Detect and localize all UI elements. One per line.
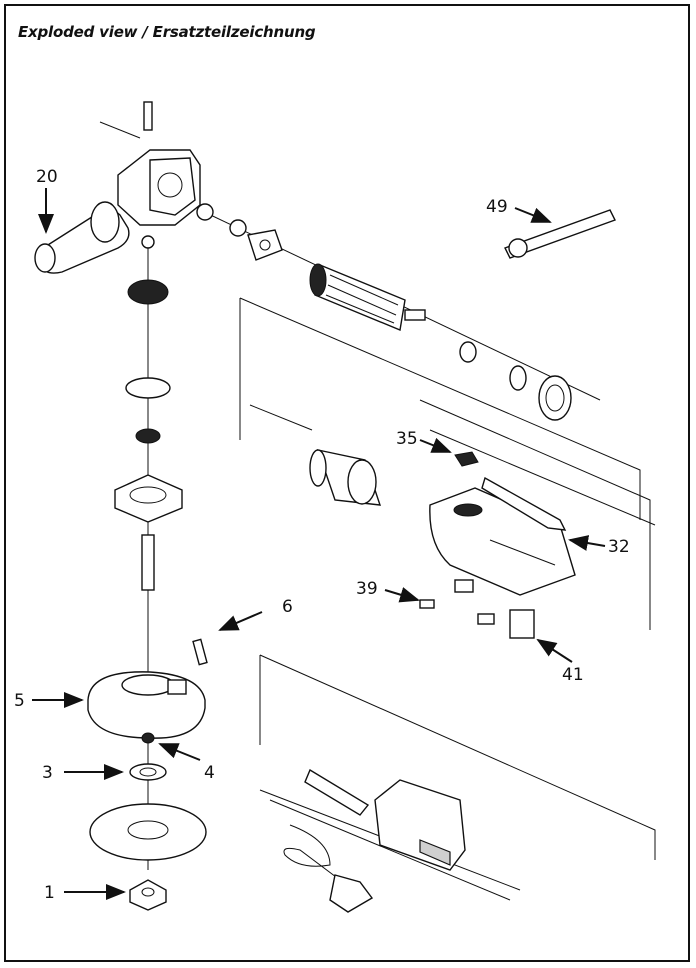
power-cable-part xyxy=(283,824,374,913)
inner-flange-part xyxy=(141,732,155,744)
cable-sleeve-part xyxy=(304,768,370,816)
side-handle-part xyxy=(34,201,130,274)
callout-41: 41 xyxy=(562,665,584,685)
callout-1: 1 xyxy=(44,883,55,903)
callout-20: 20 xyxy=(36,167,58,187)
flange-washer-part xyxy=(129,763,167,781)
grinding-disc-part xyxy=(89,803,207,861)
callout-arrows xyxy=(32,188,606,900)
gear-housing-part xyxy=(99,101,201,226)
guard-screw-part xyxy=(192,638,208,666)
terminal-part xyxy=(419,579,474,609)
spanner-wrench-part xyxy=(504,209,616,259)
clamping-nut-part xyxy=(129,879,167,911)
callout-5: 5 xyxy=(14,691,25,711)
callout-39: 39 xyxy=(356,579,378,599)
callout-35: 35 xyxy=(396,429,418,449)
spindle-stack-part xyxy=(114,235,183,591)
diagram-title: Exploded view / Ersatzteilzeichnung xyxy=(18,23,316,41)
switch-lever-part xyxy=(454,451,479,467)
rear-bearing-part xyxy=(459,341,572,421)
wheel-guard-part xyxy=(87,671,206,739)
switch-rod-part xyxy=(481,476,567,531)
callout-6: 6 xyxy=(282,597,293,617)
callout-32: 32 xyxy=(608,537,630,557)
stator-part xyxy=(249,404,382,506)
switch-module-part xyxy=(477,609,535,639)
callout-4: 4 xyxy=(204,763,215,783)
motor-housing-part xyxy=(429,487,576,596)
callout-49: 49 xyxy=(486,197,508,217)
armature-part xyxy=(309,263,426,331)
callout-3: 3 xyxy=(42,763,53,783)
rear-cover-part xyxy=(374,779,466,871)
bearing-set-part xyxy=(196,203,283,261)
